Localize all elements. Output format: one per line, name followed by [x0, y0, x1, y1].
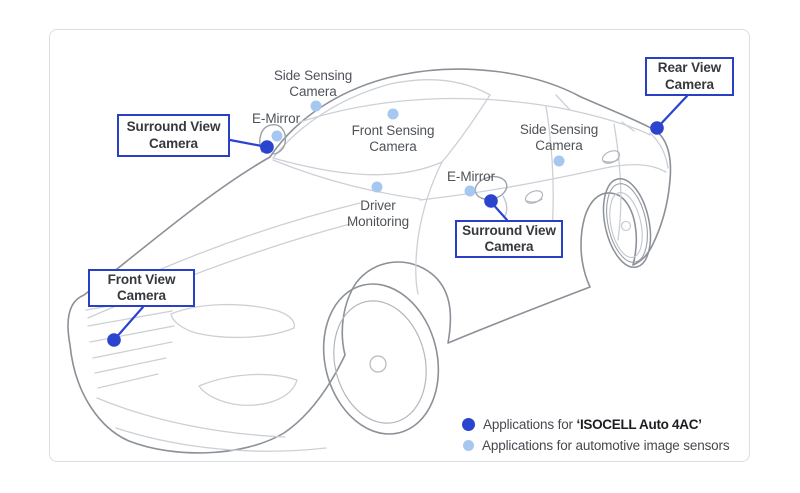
leader-front-view: [112, 305, 145, 342]
headlight: [170, 303, 296, 339]
legend-prefix: Applications for: [483, 416, 577, 432]
marker-surround-view-right-dot: [484, 194, 498, 208]
callout-line: Camera: [484, 239, 534, 254]
windshield: [272, 79, 491, 176]
roof-inner-edge: [299, 97, 651, 136]
door-handle-front: [524, 190, 544, 204]
legend-text: Applications for automotive image sensor…: [482, 437, 730, 453]
label-line: Camera: [369, 138, 417, 154]
grille-line-4: [92, 341, 173, 359]
label-line: Camera: [535, 137, 583, 153]
marker-front-view-dot: [107, 333, 121, 347]
rear-tire-inner-ring: [606, 183, 648, 263]
callout-rear-view-camera: Rear View Camera: [645, 57, 734, 96]
camera-markers: [107, 100, 664, 347]
grille-line-5: [94, 357, 167, 374]
side-mirror-right-arm: [502, 195, 508, 217]
legend-emphasis: ‘ISOCELL Auto 4AC’: [576, 416, 702, 432]
legend-text: Applications for ‘ISOCELL Auto 4AC’: [483, 417, 702, 432]
fog-lamp: [198, 373, 298, 406]
label-driver-monitoring: Driver Monitoring: [347, 198, 409, 229]
car-body-outline: [67, 68, 672, 454]
label-e-mirror-left: E-Mirror: [252, 111, 300, 127]
callout-line: Front View: [107, 271, 176, 287]
door-shutline-rear: [613, 123, 622, 241]
light-blue-dot-icon: [463, 439, 474, 451]
window-divider-1: [555, 94, 571, 111]
rear-hub: [620, 220, 632, 232]
callout-line: Rear View: [657, 60, 722, 75]
callout-surround-view-camera-left: Surround View Camera: [117, 114, 230, 157]
cowl-line: [272, 159, 421, 200]
callout-front-view-camera: Front View Camera: [88, 269, 195, 307]
label-e-mirror-right: E-Mirror: [447, 169, 495, 185]
front-tire: [322, 283, 440, 435]
label-line: Side Sensing: [273, 68, 353, 83]
callout-line: Camera: [665, 76, 714, 92]
dark-blue-dot-icon: [462, 417, 475, 431]
label-line: E-Mirror: [447, 169, 495, 184]
marker-e-mirror-left-dot: [271, 130, 283, 142]
label-line: Driver: [360, 198, 396, 213]
leader-rear-view: [655, 94, 689, 130]
label-line: Front Sensing: [351, 123, 435, 138]
window-divider-2: [621, 121, 635, 132]
callout-line: Surround View: [126, 119, 221, 134]
callout-line: Surround View: [462, 222, 556, 238]
marker-front-sensing-dot: [387, 108, 399, 120]
rear-wheel: [602, 177, 652, 269]
marker-e-mirror-right-dot: [464, 185, 476, 197]
callout-line: Camera: [149, 135, 198, 151]
front-rim: [333, 300, 427, 424]
rear-rim: [609, 192, 643, 258]
rear-tire: [602, 177, 652, 269]
a-pillar-far: [415, 161, 443, 295]
bumper-lip-2: [96, 397, 286, 438]
marker-side-sensing-left-dot: [310, 100, 322, 112]
label-line: Side Sensing: [519, 122, 599, 137]
marker-driver-monitoring-dot: [371, 181, 383, 193]
callout-line: Camera: [117, 288, 166, 303]
grille-line-6: [97, 373, 159, 389]
marker-rear-view-dot: [650, 121, 664, 135]
legend-item-isocell: Applications for ‘ISOCELL Auto 4AC’: [462, 415, 702, 433]
label-side-sensing-camera-left: Side Sensing Camera: [274, 68, 352, 99]
bumper-lip-1: [115, 427, 327, 452]
car-silhouette: [67, 68, 672, 454]
door-handle-front-detail: [526, 198, 543, 203]
legend-item-image-sensors: Applications for automotive image sensor…: [462, 436, 730, 454]
marker-side-sensing-right-dot: [553, 155, 565, 167]
label-line: E-Mirror: [252, 111, 300, 126]
grille-line-3: [89, 325, 175, 343]
door-handle-rear-detail: [603, 158, 620, 163]
label-side-sensing-camera-right: Side Sensing Camera: [520, 122, 598, 153]
trunk-shutline: [649, 132, 669, 169]
marker-surround-view-left-dot: [260, 140, 274, 154]
label-line: Monitoring: [346, 213, 410, 229]
grille-line-2: [87, 310, 173, 327]
label-front-sensing-camera: Front Sensing Camera: [352, 123, 435, 154]
callout-surround-view-camera-right: Surround View Camera: [455, 220, 563, 258]
front-hub: [369, 355, 387, 373]
label-line: Camera: [289, 83, 337, 99]
side-mirror-left: [259, 124, 287, 155]
front-wheel: [322, 283, 440, 435]
